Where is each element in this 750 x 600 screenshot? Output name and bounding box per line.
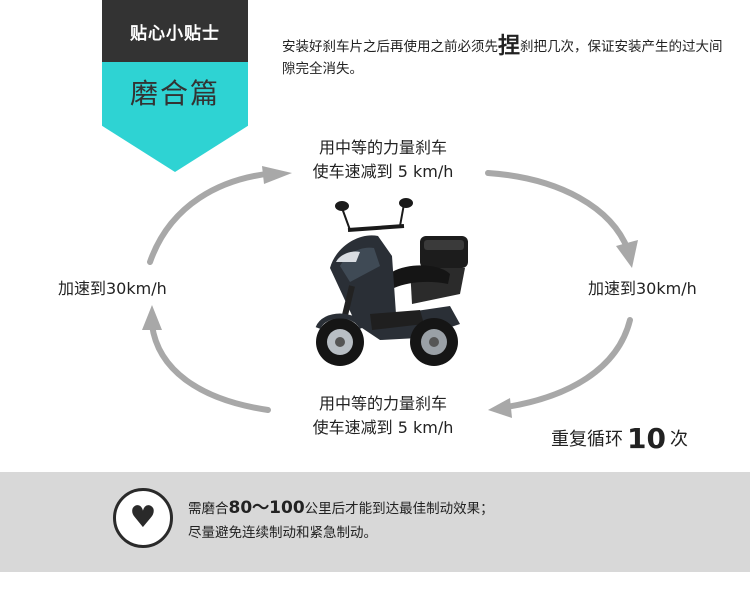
arrow-top-left	[150, 173, 275, 262]
heart-badge: ♥	[113, 488, 173, 548]
tip-line1-range: 80～100	[229, 498, 305, 518]
cycle-label-top: 用中等的力量刹车 使车速减到 5 km/h	[288, 136, 478, 184]
repeat-suffix: 次	[670, 429, 688, 450]
repeat-prefix: 重复循环	[551, 429, 623, 450]
tip-line1: 需磨合80～100公里后才能到达最佳制动效果；	[188, 496, 494, 521]
tip-line2: 尽量避免连续制动和紧急制动。	[188, 521, 494, 545]
arrowhead-bottom-right	[488, 398, 512, 418]
tip-text: 需磨合80～100公里后才能到达最佳制动效果； 尽量避免连续制动和紧急制动。	[188, 496, 494, 545]
cycle-label-bottom: 用中等的力量刹车 使车速减到 5 km/h	[288, 392, 478, 440]
arrowhead-bottom-left	[142, 305, 162, 330]
arrow-bottom-right	[500, 320, 630, 408]
arrow-top-right	[488, 173, 628, 250]
cycle-label-right: 加速到30km/h	[588, 277, 697, 301]
heart-icon: ♥	[130, 503, 157, 533]
cycle-label-left: 加速到30km/h	[58, 277, 167, 301]
cycle-label-top-line1: 用中等的力量刹车	[288, 136, 478, 160]
cycle-label-bottom-line1: 用中等的力量刹车	[288, 392, 478, 416]
tip-line1-suffix: 公里后才能到达最佳制动效果；	[305, 501, 494, 517]
repeat-number: 10	[627, 422, 666, 455]
electric-scooter-image	[300, 196, 480, 376]
arrowhead-top-right	[616, 240, 638, 268]
cycle-label-bottom-line2: 使车速减到 5 km/h	[288, 416, 478, 440]
tip-line1-prefix: 需磨合	[188, 501, 229, 517]
cycle-label-top-line2: 使车速减到 5 km/h	[288, 160, 478, 184]
arrow-bottom-left	[152, 325, 268, 410]
